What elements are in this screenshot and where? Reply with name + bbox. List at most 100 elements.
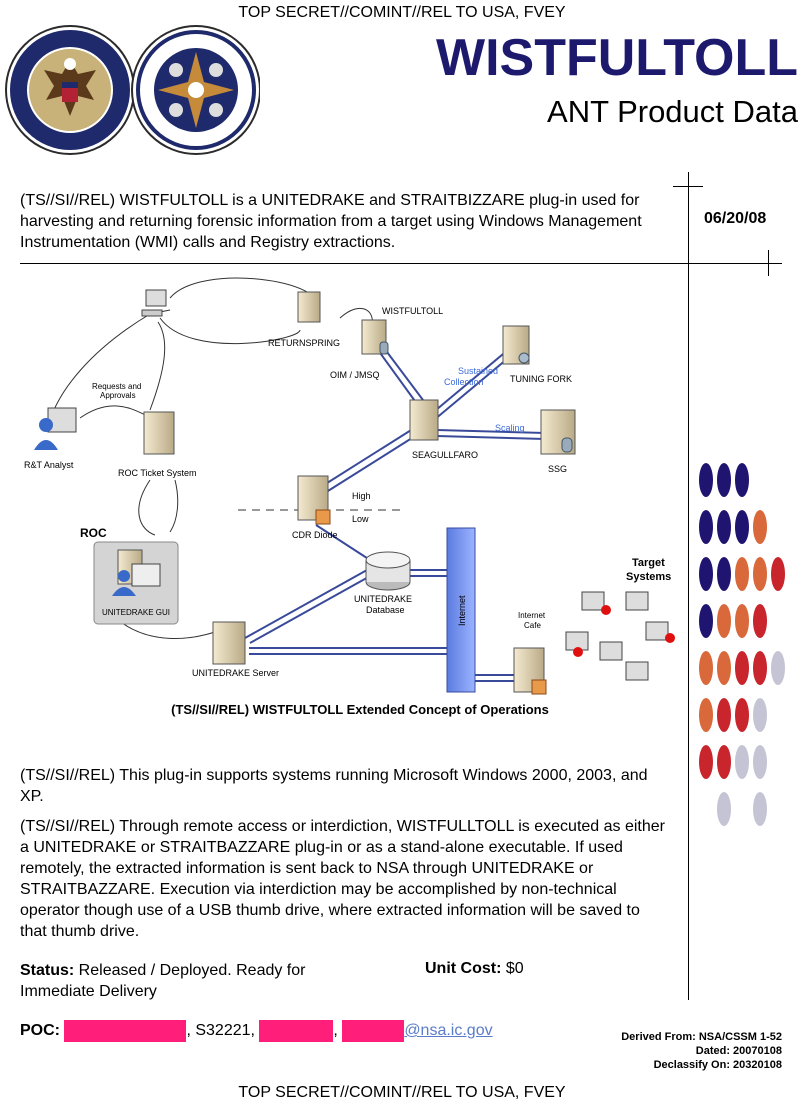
- roc-gui-icon: [112, 549, 161, 596]
- dot-navy: [717, 557, 731, 591]
- label-requests-1: Requests and: [92, 382, 141, 391]
- label-cdr-diode: CDR Diode: [292, 530, 338, 540]
- network-links: [244, 343, 546, 682]
- vertical-rule: [688, 172, 689, 1000]
- dot-gray: [753, 792, 767, 826]
- label-low: Low: [352, 514, 369, 524]
- redaction-email-user: [342, 1020, 405, 1042]
- label-ssg: SSG: [548, 464, 567, 474]
- unit-cost: Unit Cost: $0: [425, 960, 524, 978]
- server-cdr-diode: [297, 475, 331, 525]
- label-unitedrake-server: UNITEDRAKE Server: [192, 668, 279, 678]
- dot-navy: [717, 463, 731, 497]
- product-title: WISTFULTOLL: [436, 29, 798, 87]
- label-target-1: Target: [632, 557, 665, 569]
- label-rt-analyst: R&T Analyst: [24, 460, 74, 470]
- label-oim: OIM / JMSQ: [330, 370, 380, 380]
- dot-gray: [717, 792, 731, 826]
- poc-mid: , S32221,: [186, 1022, 260, 1040]
- crosshair-right: [768, 250, 769, 276]
- poc-line: POC: , S32221, , @nsa.ic.gov: [20, 1020, 493, 1042]
- support-paragraph: (TS//SI//REL) This plug-in supports syst…: [20, 767, 648, 805]
- label-roc: ROC: [80, 526, 107, 540]
- intro-paragraph: (TS//SI//REL) WISTFULTOLL is a UNITEDRAK…: [20, 192, 642, 251]
- classification-top: TOP SECRET//COMINT//REL TO USA, FVEY: [238, 4, 566, 21]
- dot-orange: [753, 510, 767, 544]
- dot-red: [717, 698, 731, 732]
- label-tuning-fork: TUNING FORK: [510, 374, 572, 384]
- label-target-2: Systems: [626, 571, 671, 583]
- dot-navy: [735, 510, 749, 544]
- poc-label: POC:: [20, 1022, 60, 1040]
- server-unitedrake: [212, 621, 246, 665]
- document-date: 06/20/08: [704, 210, 767, 227]
- server-tuning-fork: [502, 325, 530, 365]
- execution-paragraph: (TS//SI//REL) Through remote access or i…: [20, 818, 665, 940]
- conops-diagram: WISTFULTOLL RETURNSPRING OIM / JMSQ Sust…: [24, 277, 675, 695]
- label-cafe-1: Internet: [518, 611, 546, 620]
- label-high: High: [352, 491, 371, 501]
- poc-email[interactable]: @nsa.ic.gov: [404, 1022, 493, 1040]
- derived-from: Derived From: NSA/CSSM 1-52: [621, 1031, 782, 1043]
- dot-navy: [717, 510, 731, 544]
- poc-comma: ,: [333, 1022, 338, 1040]
- classification-bottom: TOP SECRET//COMINT//REL TO USA, FVEY: [238, 1084, 566, 1101]
- dot-red: [753, 604, 767, 638]
- dot-orange: [735, 557, 749, 591]
- dot-gray: [735, 745, 749, 779]
- server-oim: [361, 319, 389, 355]
- unitcost-value: $0: [501, 960, 524, 977]
- declassify-on: Declassify On: 20320108: [653, 1059, 782, 1071]
- label-db-1: UNITEDRAKE: [354, 594, 412, 604]
- server-ssg: [540, 409, 576, 455]
- dot-orange: [699, 651, 713, 685]
- label-sustained-1: Sustained: [458, 366, 498, 376]
- label-db-2: Database: [366, 605, 405, 615]
- diagram-caption: (TS//SI//REL) WISTFULTOLL Extended Conce…: [171, 702, 549, 717]
- label-sustained-2: Collection: [444, 377, 484, 387]
- dot-red: [717, 745, 731, 779]
- dot-orange: [735, 604, 749, 638]
- dot-gray: [771, 651, 785, 685]
- dot-red: [753, 651, 767, 685]
- dot-navy: [699, 557, 713, 591]
- status-line: Status: Released / Deployed. Ready for I…: [20, 960, 360, 1002]
- redaction-phone: [259, 1020, 334, 1042]
- server-returnspring: [297, 291, 321, 323]
- label-seagullfaro: SEAGULLFARO: [412, 450, 478, 460]
- dot-orange: [717, 651, 731, 685]
- label-wistfultoll: WISTFULTOLL: [382, 306, 443, 316]
- label-cafe-2: Cafe: [524, 621, 541, 630]
- dot-orange: [717, 604, 731, 638]
- nsa-seal: [5, 25, 135, 155]
- label-internet: Internet: [457, 595, 467, 626]
- label-requests-2: Approvals: [100, 391, 136, 400]
- crosshair-top: [673, 186, 703, 187]
- dot-red: [735, 651, 749, 685]
- label-returnspring: RETURNSPRING: [268, 338, 340, 348]
- workstation-top: [141, 289, 167, 317]
- dot-red: [771, 557, 785, 591]
- css-seal: [131, 25, 260, 155]
- dot-navy: [699, 604, 713, 638]
- server-seagullfaro: [409, 399, 439, 441]
- server-roc-ticket: [143, 411, 175, 455]
- label-scaling: Scaling: [495, 423, 525, 433]
- label-roc-ticket: ROC Ticket System: [118, 468, 197, 478]
- product-subtitle: ANT Product Data: [547, 94, 798, 129]
- unitedrake-database: [365, 551, 411, 591]
- derivation-block: Derived From: NSA/CSSM 1-52 Dated: 20070…: [621, 1030, 782, 1072]
- redaction-name: [64, 1020, 187, 1042]
- dot-navy: [699, 463, 713, 497]
- agency-seals: [5, 25, 260, 155]
- dot-navy: [735, 463, 749, 497]
- unitcost-label: Unit Cost:: [425, 960, 502, 977]
- separator-line: [20, 263, 782, 264]
- dot-red: [699, 745, 713, 779]
- server-internet-cafe: [513, 647, 547, 695]
- dot-orange: [699, 698, 713, 732]
- dot-navy: [699, 510, 713, 544]
- status-label: Status:: [20, 962, 75, 979]
- dot-red: [735, 698, 749, 732]
- label-unitedrake-gui: UNITEDRAKE GUI: [102, 608, 170, 617]
